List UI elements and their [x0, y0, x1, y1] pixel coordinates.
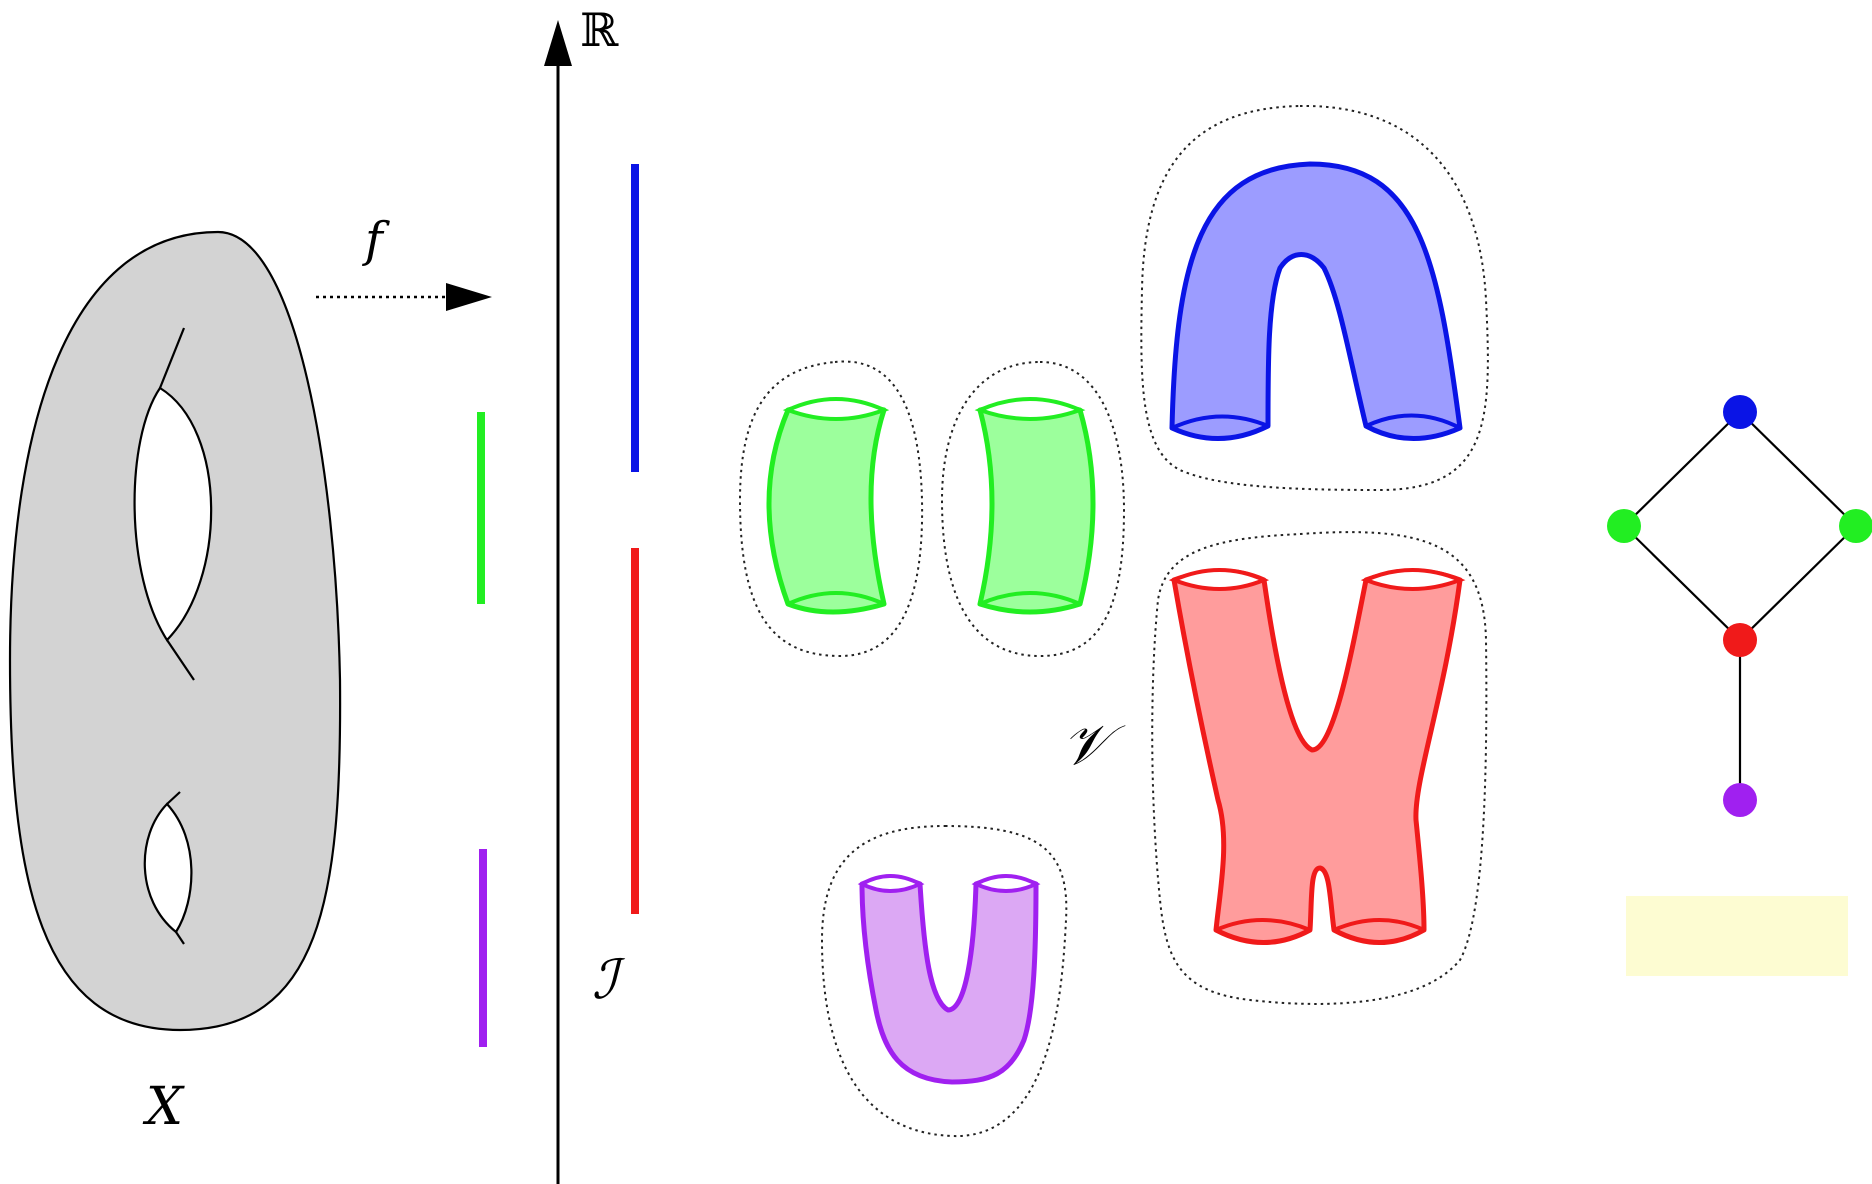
red-piece: [1174, 571, 1460, 943]
real-axis-arrowhead: [544, 20, 572, 66]
components-label: 𝒱: [1062, 713, 1126, 778]
reeb-graph: [1607, 395, 1872, 817]
map-f: f: [316, 212, 492, 311]
edge-top-right: [1740, 412, 1856, 526]
edge-right-middle: [1740, 526, 1856, 640]
node-middle: [1723, 623, 1757, 657]
interval-set: ℐ: [592, 164, 635, 1011]
blue-piece: [1172, 164, 1460, 439]
node-right: [1839, 509, 1872, 543]
intervals-label: ℐ: [592, 948, 626, 1011]
green-piece-2-top-rim: [980, 399, 1080, 419]
green-piece-2: [980, 404, 1093, 612]
purple-piece: [862, 878, 1036, 1082]
edge-left-middle: [1624, 526, 1740, 640]
real-axis-label: ℝ: [580, 3, 619, 57]
highlight-box: [1626, 896, 1848, 976]
green-piece-1: [769, 404, 884, 612]
edge-top-left: [1624, 412, 1740, 526]
map-label: f: [362, 212, 390, 268]
level-bars: [481, 412, 483, 1047]
space-label: X: [142, 1077, 185, 1137]
surface-x: X: [10, 232, 340, 1137]
red-piece-top-left-rim: [1174, 570, 1264, 589]
components: 𝒱: [740, 106, 1488, 1136]
green-piece-1-top-rim: [788, 399, 884, 419]
purple-piece-left-rim: [862, 876, 920, 891]
node-top: [1723, 395, 1757, 429]
node-left: [1607, 509, 1641, 543]
node-bottom: [1723, 783, 1757, 817]
purple-piece-right-rim: [976, 876, 1036, 891]
map-arrowhead: [446, 283, 492, 311]
